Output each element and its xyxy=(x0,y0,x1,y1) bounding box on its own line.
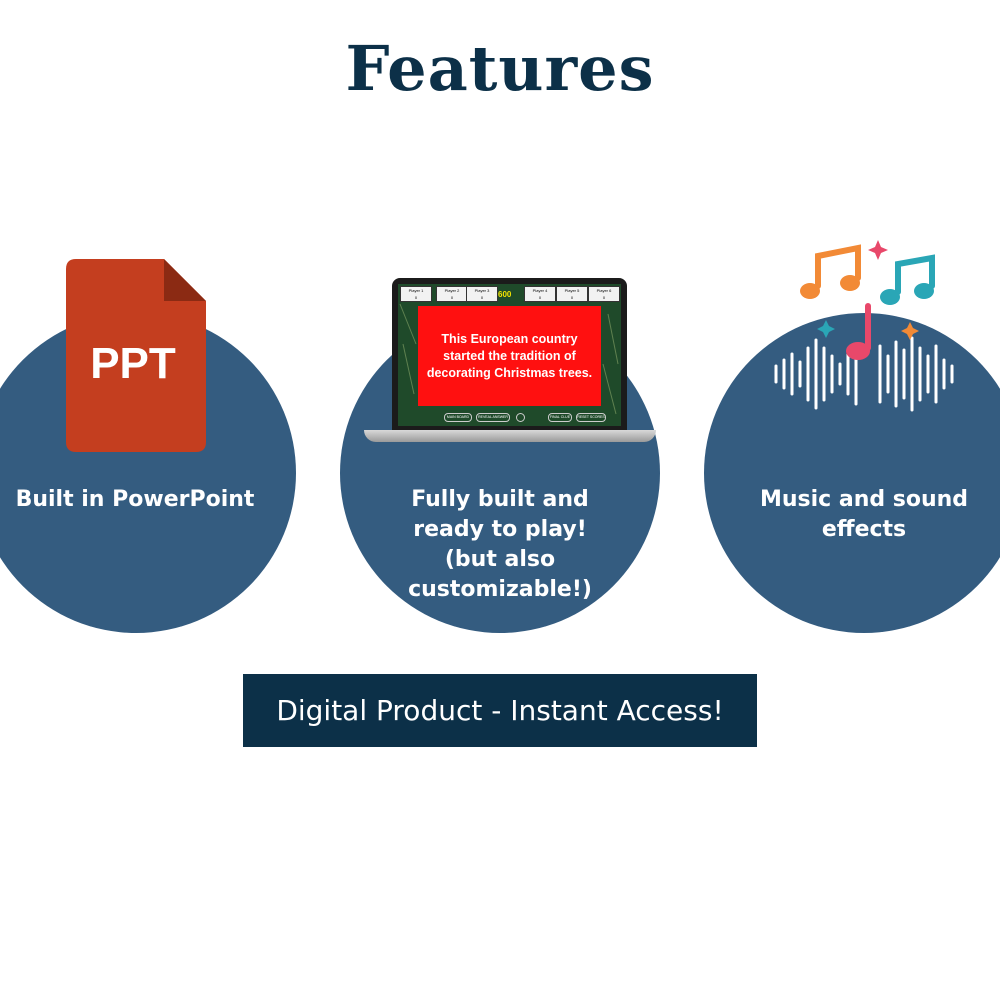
reveal-answer-button: REVEAL ANSWER xyxy=(476,413,510,422)
question-text: This European country started the tradit… xyxy=(426,331,593,380)
main-board-button: MAIN BOARD xyxy=(444,413,472,422)
laptop-base xyxy=(364,430,656,442)
reset-scores-button: RESET SCORES xyxy=(576,413,606,422)
instant-access-banner: Digital Product - Instant Access! xyxy=(243,674,757,747)
feature-caption-music: Music and sound effects xyxy=(759,487,969,542)
feature-caption-ready-to-play: Fully built and ready to play! (but also… xyxy=(408,487,592,602)
ppt-icon-label: PPT xyxy=(90,339,176,388)
question-points: 600 xyxy=(498,290,512,299)
final-clue-button: FINAL CLUE xyxy=(548,413,572,422)
page-title: Features xyxy=(345,32,655,105)
game-controls: MAIN BOARD REVEAL ANSWER FINAL CLUE RESE… xyxy=(398,412,621,424)
question-card: This European country started the tradit… xyxy=(418,306,601,406)
pine-branches-decoration xyxy=(399,303,619,415)
music-notes-soundwave-icon xyxy=(774,240,954,412)
feature-caption-powerpoint: Built in PowerPoint xyxy=(15,487,255,512)
timer-icon xyxy=(516,413,525,422)
ppt-file-icon xyxy=(66,259,206,452)
